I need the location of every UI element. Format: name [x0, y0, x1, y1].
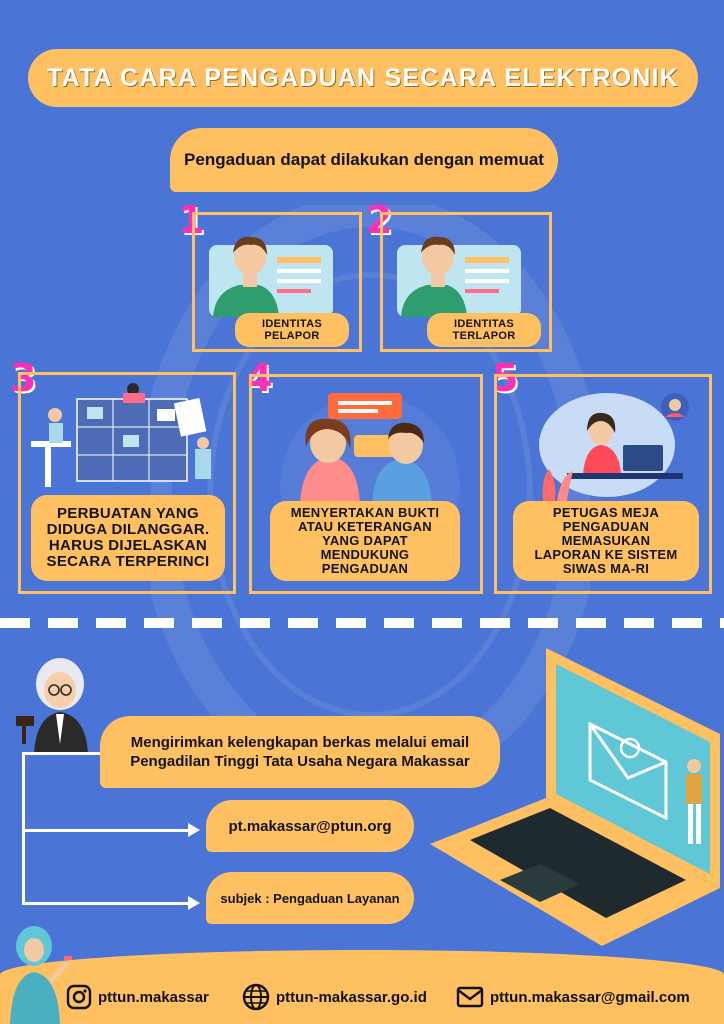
step-1-card: IDENTITAS PELAPOR	[192, 212, 362, 352]
step-2-caption: IDENTITAS TERLAPOR	[427, 313, 541, 347]
step-1-caption: IDENTITAS PELAPOR	[235, 313, 349, 347]
discussion-illustration	[300, 393, 432, 505]
email-bubble[interactable]: pt.makassar@ptun.org	[206, 800, 414, 852]
page-title: TATA CARA PENGADUAN SECARA ELEKTRONIK	[28, 49, 698, 107]
footer-band	[0, 950, 724, 1024]
footer-email-link[interactable]: pttun.makassar@gmail.com	[490, 988, 690, 1006]
judge-illustration	[16, 658, 88, 754]
connector-email	[22, 829, 192, 832]
id-card-illustration	[209, 236, 333, 317]
instruction-bubble: Mengirimkan kelengkapan berkas melalui e…	[100, 716, 500, 788]
website-link[interactable]: pttun-makassar.go.id	[276, 988, 427, 1006]
step-3-card: PERBUATAN YANG DIDUGA DILANGGAR. HARUS D…	[18, 372, 236, 594]
step-1-caption-line2: PELAPOR	[264, 330, 320, 342]
instagram-icon	[66, 984, 92, 1010]
subject-bubble: subjek : Pengaduan Layanan	[206, 872, 414, 924]
support-desk-illustration	[539, 393, 689, 501]
connector-top	[22, 752, 100, 755]
footer-instagram[interactable]: pttun.makassar	[66, 982, 209, 1012]
id-card-illustration	[397, 236, 521, 317]
arrow-right-icon	[188, 896, 200, 910]
connector-subject	[22, 902, 192, 905]
section-divider	[0, 618, 724, 628]
step-number-3: 3	[10, 356, 37, 400]
step-2-card: IDENTITAS TERLAPOR	[380, 212, 552, 352]
footer-website[interactable]: pttun-makassar.go.id	[242, 982, 427, 1012]
instruction-line1: Mengirimkan kelengkapan berkas melalui e…	[130, 734, 470, 751]
arrow-right-icon	[188, 823, 200, 837]
email-subject-text: subjek : Pengaduan Layanan	[220, 890, 400, 906]
step-2-caption-line2: TERLAPOR	[452, 330, 516, 342]
email-address-link[interactable]: pt.makassar@ptun.org	[228, 817, 392, 835]
step-number-1: 1	[178, 198, 205, 242]
step-2-caption-line1: IDENTITAS	[454, 318, 514, 330]
step-5-card: PETUGAS MEJA PENGADUAN MEMASUKAN LAPORAN…	[494, 374, 712, 594]
step-number-2: 2	[366, 198, 393, 242]
step-4-card: MENYERTAKAN BUKTI ATAU KETERANGAN YANG D…	[249, 374, 483, 594]
team-board-illustration	[31, 383, 211, 487]
woman-illustration	[10, 926, 72, 1024]
laptop-illustration	[430, 648, 720, 946]
step-3-caption: PERBUATAN YANG DIDUGA DILANGGAR. HARUS D…	[31, 495, 225, 581]
connector-vertical	[22, 752, 25, 904]
globe-icon	[242, 983, 270, 1011]
step-5-caption: PETUGAS MEJA PENGADUAN MEMASUKAN LAPORAN…	[513, 501, 699, 581]
intro-bubble: Pengaduan dapat dilakukan dengan memuat	[170, 128, 558, 192]
instagram-handle[interactable]: pttun.makassar	[98, 988, 209, 1006]
step-1-caption-line1: IDENTITAS	[262, 318, 322, 330]
footer-email[interactable]: pttun.makassar@gmail.com	[456, 982, 690, 1012]
instruction-line2: Pengadilan Tinggi Tata Usaha Negara Maka…	[130, 753, 470, 770]
step-4-caption: MENYERTAKAN BUKTI ATAU KETERANGAN YANG D…	[270, 501, 460, 581]
mail-icon	[456, 986, 484, 1008]
